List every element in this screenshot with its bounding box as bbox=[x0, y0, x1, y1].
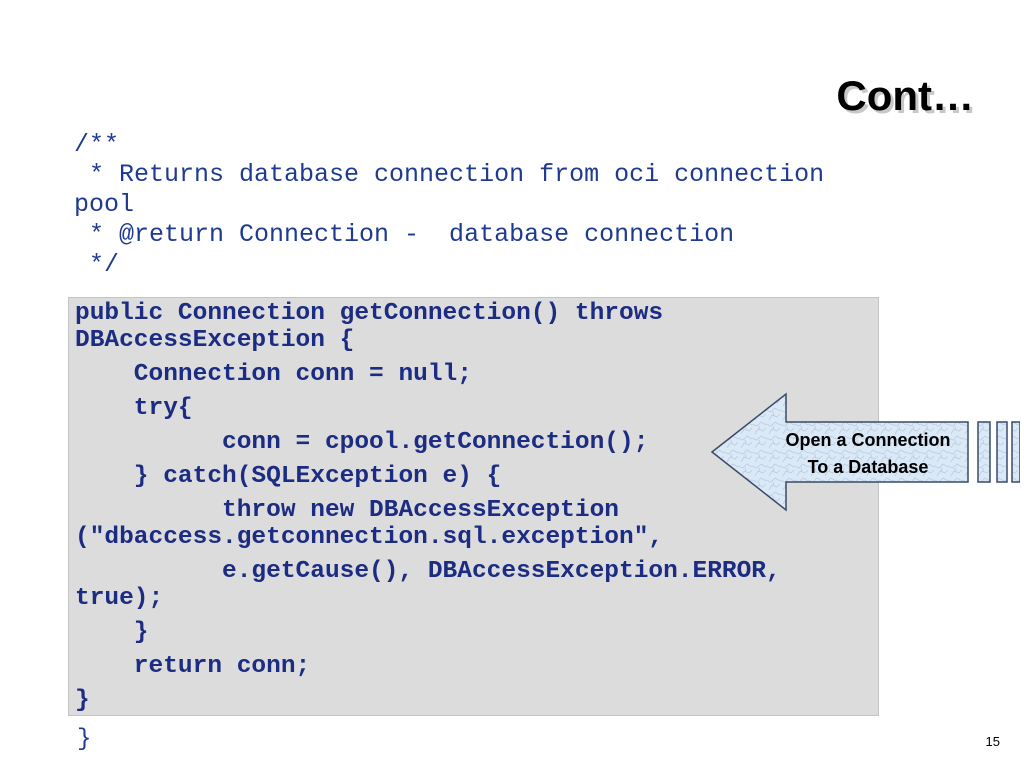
code-block-background bbox=[68, 297, 879, 716]
callout-arrow: Open a Connection To a Database bbox=[710, 392, 1020, 514]
callout-line-2: To a Database bbox=[807, 457, 929, 477]
comment-line: * Returns database connection from oci c… bbox=[74, 160, 825, 189]
code-line: Connection conn = null; bbox=[75, 361, 472, 388]
comment-line: pool bbox=[74, 190, 135, 219]
comment-line: /** bbox=[74, 130, 120, 159]
code-line: } catch(SQLException e) { bbox=[75, 463, 502, 490]
closing-brace: } bbox=[77, 726, 92, 753]
code-line: e.getCause(), DBAccessException.ERROR, bbox=[75, 558, 781, 585]
code-line: throw new DBAccessException bbox=[75, 497, 619, 524]
javadoc-comment: /** * Returns database connection from o… bbox=[74, 130, 954, 280]
code-block: public Connection getConnection() throws… bbox=[75, 300, 905, 714]
code-line: } bbox=[75, 619, 149, 646]
code-line: try{ bbox=[75, 395, 193, 422]
code-line: true); bbox=[75, 585, 164, 612]
callout-label: Open a Connection To a Database bbox=[744, 427, 992, 481]
code-line: return conn; bbox=[75, 653, 311, 680]
code-line: public Connection getConnection() throws bbox=[75, 300, 664, 327]
left-arrow-icon bbox=[710, 392, 1020, 512]
slide-title: Cont… bbox=[836, 72, 974, 119]
code-line: conn = cpool.getConnection(); bbox=[75, 429, 649, 456]
comment-line: * @return Connection - database connecti… bbox=[74, 220, 735, 249]
code-line: DBAccessException { bbox=[75, 327, 355, 354]
code-line: ("dbaccess.getconnection.sql.exception", bbox=[75, 524, 664, 551]
page-number: 15 bbox=[985, 734, 1000, 749]
code-line: } bbox=[75, 687, 90, 714]
comment-line: */ bbox=[74, 250, 120, 279]
callout-line-1: Open a Connection bbox=[785, 430, 951, 450]
